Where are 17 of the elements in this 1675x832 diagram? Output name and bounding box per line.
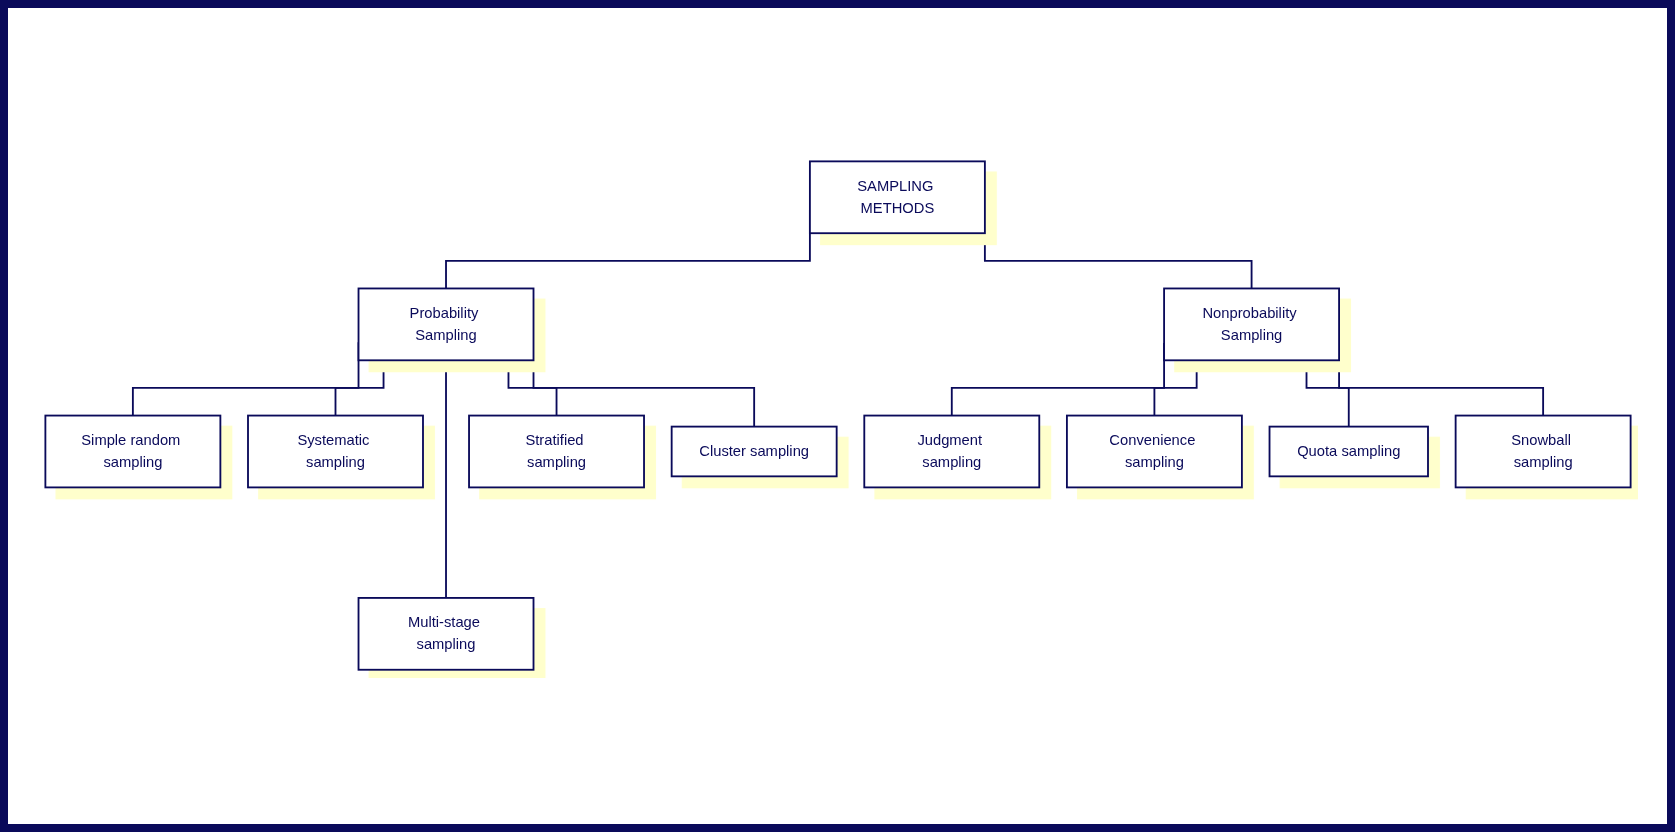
node-box: Quota sampling [1268, 426, 1429, 478]
node-box: Nonprobability Sampling [1162, 287, 1340, 362]
node-box: Cluster sampling [670, 426, 838, 478]
connector [334, 359, 384, 417]
connector [1305, 359, 1350, 428]
connector [507, 359, 557, 417]
node-box: Systematic sampling [246, 415, 424, 489]
node-box: SAMPLING METHODS [808, 160, 986, 235]
node-box: Multi-stage sampling [357, 597, 534, 672]
node-box: Stratified sampling [467, 415, 645, 489]
connector [444, 359, 447, 600]
node-box: Snowball sampling [1454, 415, 1632, 489]
node-box: Convenience sampling [1065, 415, 1243, 489]
node-box: Simple random sampling [43, 415, 221, 489]
node-box: Judgment sampling [862, 415, 1040, 489]
node-box: Probability Sampling [357, 287, 534, 362]
connector [1153, 359, 1198, 417]
